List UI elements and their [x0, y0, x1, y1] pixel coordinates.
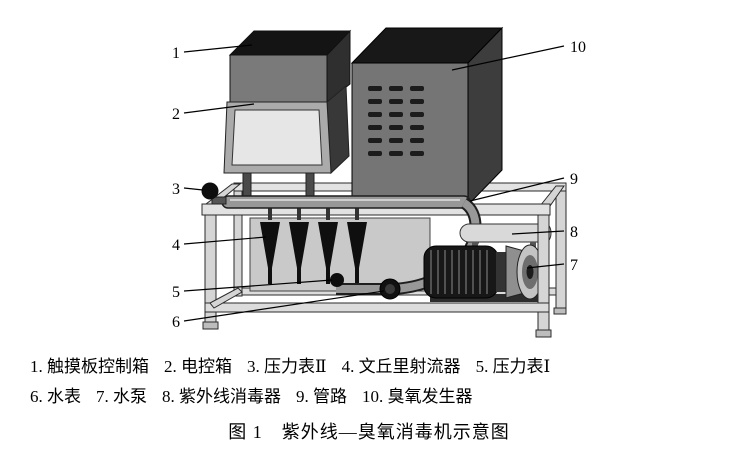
legend-item: 3. 压力表Ⅱ: [247, 357, 327, 376]
legend-item: 7. 水泵: [96, 387, 147, 407]
leader-line-1: [183, 44, 253, 53]
leader-line-9: [469, 177, 565, 202]
legend-item: 2. 电控箱: [164, 357, 232, 376]
callout-7: 7: [570, 257, 578, 274]
leader-line-4: [183, 236, 267, 245]
leader-line-5: [183, 279, 333, 292]
control-screen: [231, 109, 323, 166]
leader-line-2: [183, 103, 255, 114]
touch-panel-control-box: [228, 29, 352, 104]
leader-line-10: [451, 45, 565, 71]
main-pipe: [221, 195, 471, 209]
callout-8: 8: [570, 224, 578, 241]
legend-row-1: 1. 触摸板控制箱 2. 电控箱 3. 压力表Ⅱ 4. 文丘里射流器 5. 压力表Ⅰ: [0, 352, 738, 382]
leader-line-8: [511, 230, 565, 235]
leader-line-7: [526, 263, 565, 269]
callout-5: 5: [172, 284, 180, 301]
uv-ozone-machine-drawing: 1 2 3 4 5 6 7 8 9 10: [172, 26, 586, 338]
machine-diagram: 1 2 3 4 5 6 7 8 9 10: [172, 26, 586, 338]
foot-right: [535, 329, 552, 338]
legend-item: 5. 压力表Ⅰ: [475, 357, 551, 376]
foot-left: [202, 321, 219, 330]
leader-lines: [183, 44, 565, 322]
callout-10: 10: [570, 39, 586, 56]
water-pump: [423, 244, 544, 302]
pressure-gauge-1: [330, 273, 344, 287]
legend-item: 6. 水表: [30, 387, 81, 407]
water-meter: [379, 278, 401, 300]
ozone-generator: [350, 26, 504, 207]
venturi-injectors: [260, 208, 367, 284]
legend-item: 10. 臭氧发生器: [362, 387, 473, 407]
callout-numbers: 1 2 3 4 5 6 7 8 9 10: [172, 39, 586, 331]
leader-line-3: [183, 187, 204, 191]
legend-item: 8. 紫外线消毒器: [162, 387, 281, 407]
venturi-injector-tank: [249, 208, 431, 292]
motor-ribs: [430, 250, 488, 294]
callout-1: 1: [172, 45, 180, 62]
pressure-gauge-2: [201, 182, 227, 205]
foot-back: [553, 307, 567, 315]
figure-caption: 图 1 紫外线—臭氧消毒机示意图: [228, 421, 510, 442]
callout-3: 3: [172, 181, 180, 198]
legend-row-2: 6. 水表 7. 水泵 8. 紫外线消毒器 9. 管路 10. 臭氧发生器: [0, 382, 738, 412]
electric-control-box: [223, 84, 350, 205]
legend-item: 4. 文丘里射流器: [341, 357, 461, 376]
callout-4: 4: [172, 237, 180, 254]
legend-item: 9. 管路: [296, 387, 347, 407]
callout-2: 2: [172, 106, 180, 123]
callout-9: 9: [570, 171, 578, 188]
legend-item: 1. 触摸板控制箱: [30, 357, 149, 376]
ventilation-slots: [368, 86, 424, 156]
callout-6: 6: [172, 314, 180, 331]
figure-legend: 1. 触摸板控制箱 2. 电控箱 3. 压力表Ⅱ 4. 文丘里射流器 5. 压力表Ⅰ 6…: [0, 352, 738, 444]
leader-line-6: [183, 290, 385, 322]
